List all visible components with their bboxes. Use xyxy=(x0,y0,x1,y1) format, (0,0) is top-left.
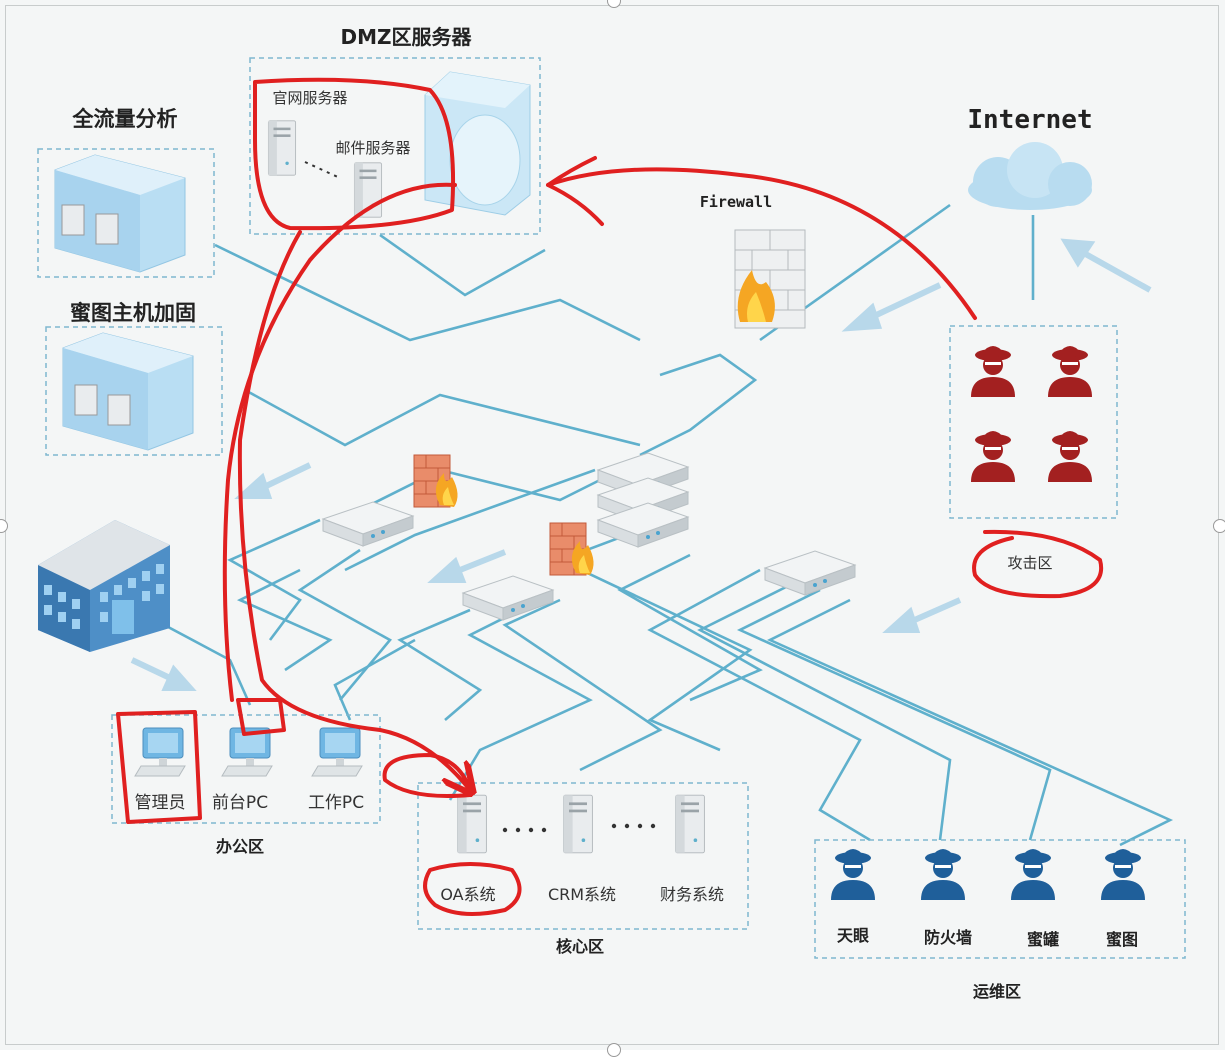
zone-label-traffic: 全流量分析 xyxy=(72,107,178,131)
cloud-icon xyxy=(968,142,1092,210)
zone-label-internet: Internet xyxy=(967,105,1092,135)
core-switch-stack xyxy=(597,452,689,548)
resize-handle-right[interactable] xyxy=(1213,519,1225,533)
server-icon xyxy=(563,794,593,854)
hacker-icon xyxy=(971,346,1015,397)
switch-icon xyxy=(462,575,554,621)
label-mail-server: 邮件服务器 xyxy=(335,139,410,157)
ops-member-label: 天眼 xyxy=(837,926,869,945)
pc-icon xyxy=(311,727,363,777)
hacker-icon xyxy=(1011,849,1055,900)
firewall-icon xyxy=(549,522,595,576)
ops-member-label: 蜜罐 xyxy=(1027,930,1059,949)
zone-label-core: 核心区 xyxy=(556,937,604,956)
switch-icon xyxy=(764,550,856,596)
label-finance: 财务系统 xyxy=(660,885,724,904)
zone-label-ops: 运维区 xyxy=(973,982,1021,1001)
honeypot-appliance xyxy=(62,332,194,451)
pc-icon xyxy=(134,727,186,777)
label-web-server: 官网服务器 xyxy=(272,89,347,107)
server-icon xyxy=(267,120,297,176)
hacker-icon xyxy=(921,849,965,900)
label-crm: CRM系统 xyxy=(548,885,616,904)
attacker-group xyxy=(971,346,1092,482)
zone-boxes xyxy=(37,57,1186,959)
flow-arrows xyxy=(130,238,1152,691)
ops-member-label: 防火墙 xyxy=(924,928,972,947)
zone-label-dmz: DMZ区服务器 xyxy=(340,25,472,49)
label-firewall: Firewall xyxy=(700,193,772,211)
hacker-icon xyxy=(1101,849,1145,900)
label-oa: OA系统 xyxy=(440,885,495,904)
switch-icon xyxy=(322,501,414,547)
dmz-appliance xyxy=(424,71,531,216)
server-icon xyxy=(457,794,487,854)
label-front-pc: 前台PC xyxy=(212,793,268,813)
hacker-icon xyxy=(831,849,875,900)
hacker-icon xyxy=(971,431,1015,482)
zone-label-honeypot: 蜜图主机加固 xyxy=(70,301,196,325)
zone-label-attack: 攻击区 xyxy=(1007,554,1052,572)
label-work-pc: 工作PC xyxy=(308,793,364,813)
label-admin: 管理员 xyxy=(135,793,186,813)
hacker-icon xyxy=(1048,346,1092,397)
building-icon xyxy=(38,520,170,652)
traffic-analysis-appliance xyxy=(54,154,186,273)
zone-label-office: 办公区 xyxy=(216,837,264,856)
firewall-icon xyxy=(734,229,806,329)
firewall-icon xyxy=(413,454,459,508)
ops-group xyxy=(831,849,1145,900)
red-annotations xyxy=(116,77,1104,916)
server-icon xyxy=(675,794,705,854)
ops-member-label: 蜜图 xyxy=(1106,930,1138,949)
hacker-icon xyxy=(1048,431,1092,482)
